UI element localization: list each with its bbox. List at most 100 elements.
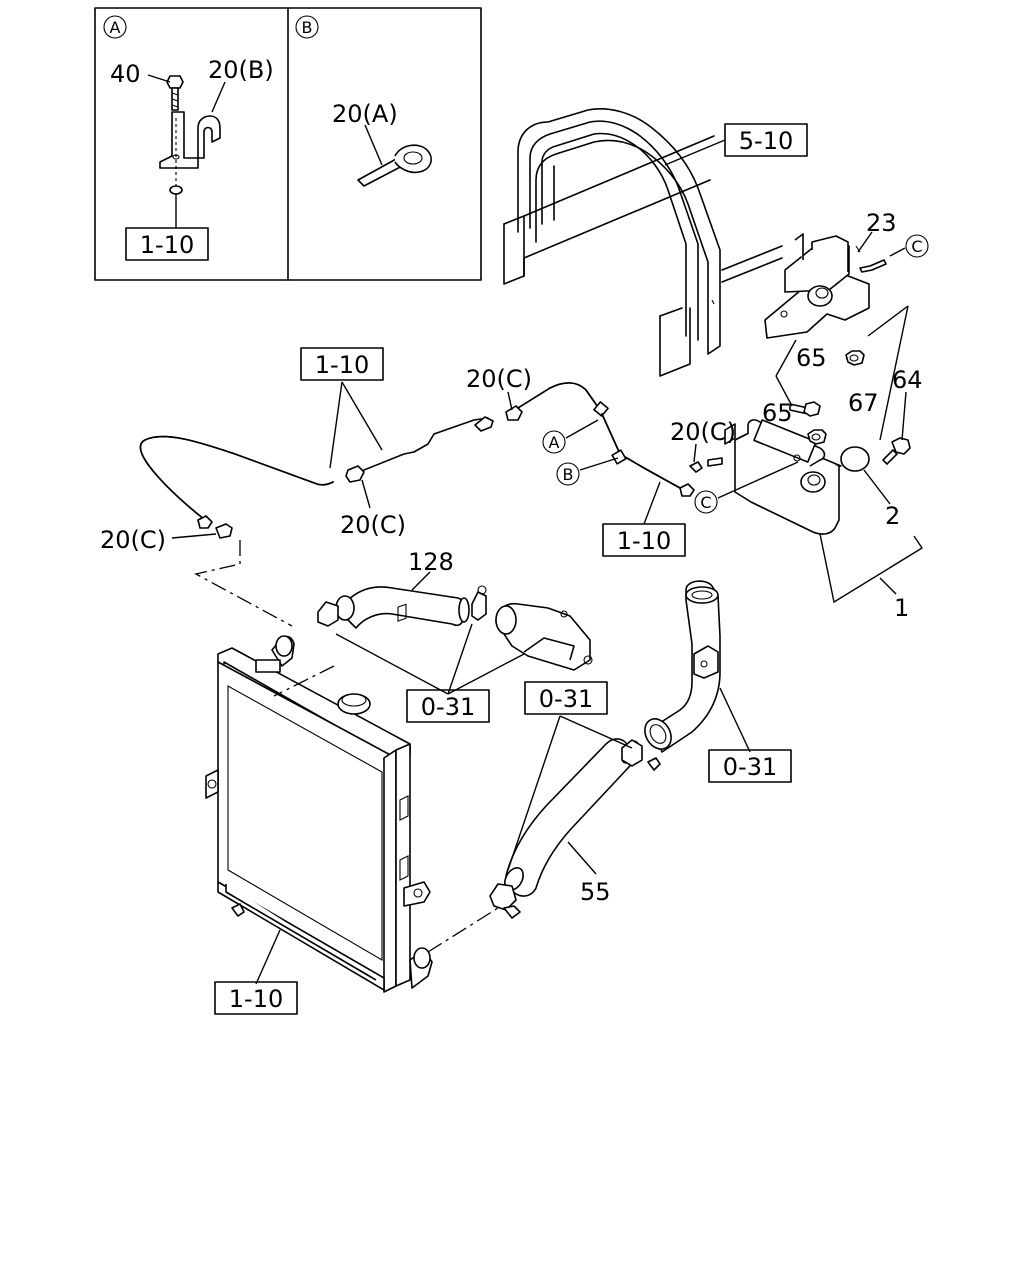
label-clip-right: 20(C) (670, 418, 736, 446)
callout-c-tank: C (700, 493, 711, 512)
leader-1-10-upper-a (329, 381, 343, 469)
ref-box-thermostat (406, 689, 490, 723)
reserve-tank-drawing (707, 419, 842, 535)
leader-c-tank (717, 461, 799, 499)
leader-clip-top (507, 391, 513, 411)
leader-clip-right (693, 443, 697, 463)
clip-20a-drawing (357, 144, 432, 187)
leader-0-31-outlet (719, 687, 751, 753)
inset-frame (94, 7, 482, 281)
leader-1 (819, 533, 923, 604)
leader-2 (863, 469, 891, 505)
thermostat-housing-drawing (495, 602, 593, 671)
panel-a-tag: A (110, 18, 121, 37)
label-65-upper: 65 (796, 344, 827, 372)
frame-drawing (503, 108, 783, 377)
leader-1-tail (879, 577, 897, 595)
callout-a-circle (103, 15, 127, 39)
callout-b-hose-circle (556, 462, 580, 486)
label-clip-left: 20(C) (100, 526, 166, 554)
ref-thermostat-text: 0-31 (421, 693, 475, 721)
ref-radiator-text: 1-10 (229, 985, 283, 1013)
leader-20a (364, 124, 383, 166)
ref-box-upper-hose (300, 347, 384, 381)
label-clip-mid: 20(C) (340, 511, 406, 539)
callout-c-tank-circle (694, 490, 718, 514)
ref-box-frame (724, 123, 808, 157)
callout-a-hose-circle (542, 430, 566, 454)
bolt-67-drawing (789, 401, 821, 417)
leader-55 (567, 841, 597, 875)
ref-a-text: 1-10 (140, 231, 194, 259)
ref-box-outlet (708, 749, 792, 783)
leader-128 (411, 571, 431, 591)
leader-5-10 (664, 139, 726, 166)
leader-23 (857, 231, 873, 253)
label-20a: 20(A) (332, 100, 398, 128)
nut-65-tank-drawing (807, 429, 827, 445)
callout-b: B (563, 465, 574, 484)
ref-right-hose-text: 1-10 (617, 527, 671, 555)
label-55: 55 (580, 878, 611, 906)
leader-clip-mid (361, 479, 371, 509)
ref-upper-hose-text: 1-10 (315, 351, 369, 379)
leader-0-31-lower-a (507, 715, 561, 871)
callout-a: A (549, 433, 560, 452)
overflow-hose-drawing (139, 382, 703, 529)
lower-hose-55-drawing (489, 738, 661, 919)
ref-frame-text: 5-10 (739, 127, 793, 155)
ref-box-a (125, 227, 209, 261)
ref-box-lower-hose (524, 681, 608, 715)
leader-65-67-b (775, 375, 793, 407)
leader-clip-left (171, 533, 217, 539)
callout-c-bracket: C (911, 237, 922, 256)
label-67: 67 (848, 389, 879, 417)
inset-panel-a: A 40 20(B) 1-10 (103, 15, 274, 261)
label-20b: 20(B) (208, 56, 274, 84)
callout-c-bracket-circle (905, 234, 929, 258)
label-64: 64 (892, 366, 923, 394)
leader-1-10-upper-b (341, 381, 383, 451)
label-clip-top: 20(C) (466, 365, 532, 393)
centerline-radiator (273, 665, 335, 697)
cap-2-drawing (840, 446, 870, 472)
ref-box-radiator (214, 981, 298, 1015)
leader-callout-a (565, 419, 599, 439)
clip-left-drawing (215, 523, 233, 539)
label-65-tank: 65 (762, 399, 793, 427)
label-1: 1 (894, 594, 909, 622)
leader-1-10-right (643, 481, 661, 525)
leader-0-31-lower-b (559, 715, 633, 749)
ref-box-right-hose (602, 523, 686, 557)
leader-40 (147, 74, 171, 83)
leader-65-67-a (775, 339, 797, 377)
nut-65-upper-drawing (845, 350, 865, 366)
inset-panel-b: B 20(A) (295, 15, 432, 187)
centerline-left (194, 540, 293, 627)
leader-20b (211, 81, 226, 113)
leader-1-10-radiator (255, 929, 281, 985)
bracket-drawing (764, 233, 887, 339)
leader-callout-b (579, 457, 619, 471)
leader-0-31-thermostat (335, 623, 525, 695)
label-40: 40 (110, 60, 141, 88)
label-2: 2 (885, 502, 900, 530)
centerline-lower (427, 907, 499, 953)
panel-b-tag: B (302, 18, 313, 37)
upper-hose-128-drawing (317, 585, 487, 629)
ref-lower-hose-text: 0-31 (539, 685, 593, 713)
bolt-40-drawing (159, 75, 221, 195)
ref-outlet-text: 0-31 (723, 753, 777, 781)
bolt-64-drawing (882, 437, 911, 465)
callout-b-circle (295, 15, 319, 39)
label-23: 23 (866, 209, 897, 237)
leader-bracket-1a (867, 305, 909, 337)
leader-64 (901, 391, 907, 441)
label-128: 128 (408, 548, 454, 576)
leader-c-bracket (889, 247, 906, 257)
leader-bracket-1b (879, 305, 909, 441)
outlet-pipe-drawing (644, 580, 721, 753)
radiator-drawing (205, 603, 433, 993)
